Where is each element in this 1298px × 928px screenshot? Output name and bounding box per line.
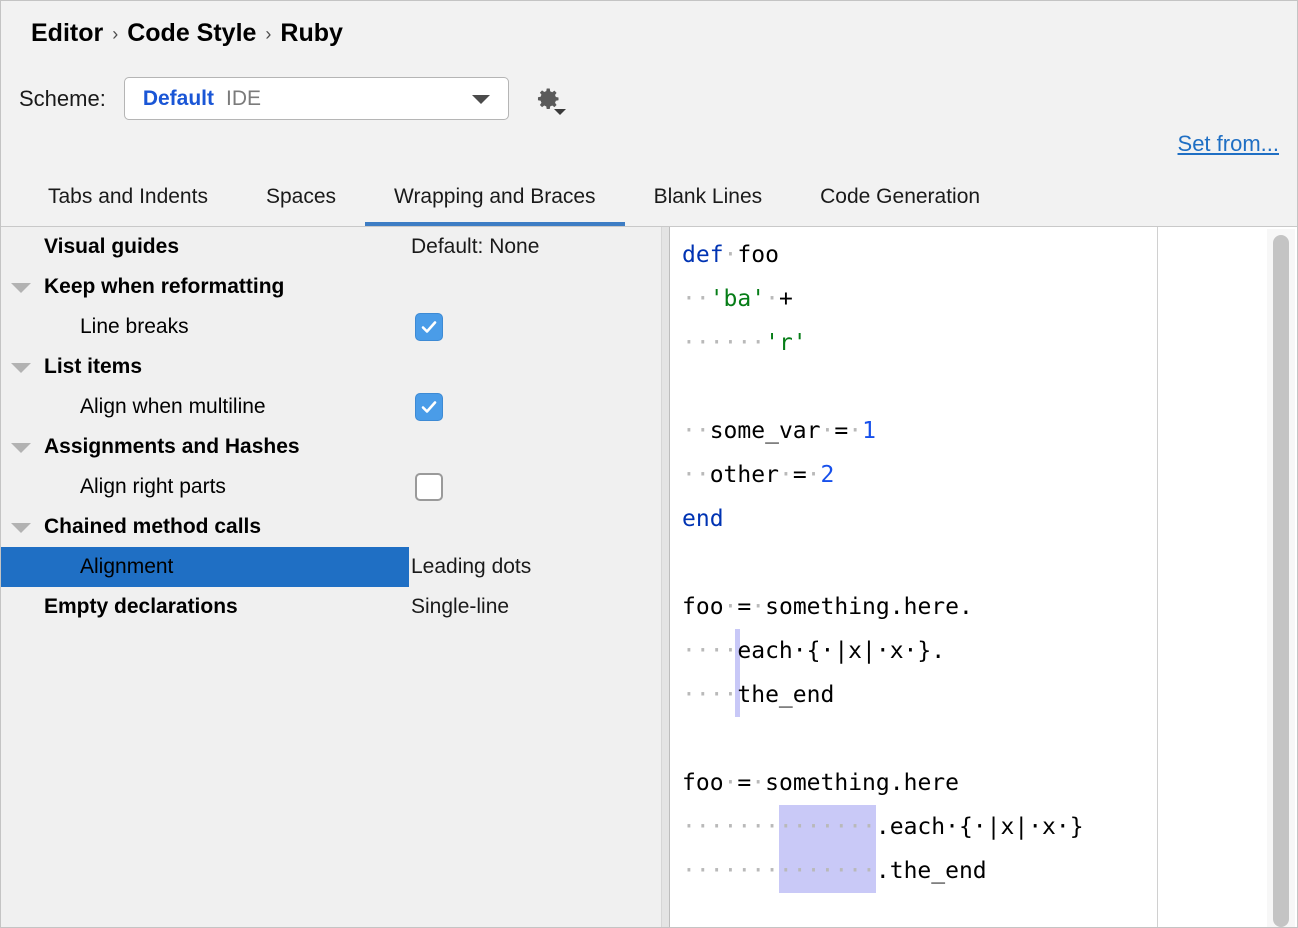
preview-right-margin-line — [1157, 227, 1158, 927]
gear-icon — [537, 88, 559, 109]
tree-row[interactable]: Keep when reformatting — [1, 267, 661, 307]
chevron-down-icon[interactable] — [11, 523, 31, 533]
check-icon — [421, 321, 437, 333]
code-line: ··some_var·=·1 — [670, 409, 1297, 453]
tree-row-label: Assignments and Hashes — [44, 435, 300, 458]
scheme-selected-scope: IDE — [226, 86, 262, 110]
set-from-link[interactable]: Set from... — [1177, 131, 1279, 156]
code-line-text: foo·=·something.here — [682, 770, 959, 796]
tab-tabs-and-indents[interactable]: Tabs and Indents — [48, 185, 208, 208]
code-line-text: ····each·{·|x|·x·}. — [682, 638, 946, 664]
tree-row-label: Keep when reformatting — [44, 275, 285, 298]
code-line: ····the_end — [670, 673, 1297, 717]
tree-row-checkbox[interactable] — [415, 393, 443, 421]
tree-row-selection — [1, 547, 409, 587]
settings-tab-bar: Tabs and Indents Spaces Wrapping and Bra… — [1, 179, 1297, 227]
code-line-text: foo·=·something.here. — [682, 594, 973, 620]
chevron-down-icon — [471, 94, 490, 104]
code-line: ····each·{·|x|·x·}. — [670, 629, 1297, 673]
tab-wrapping-and-braces[interactable]: Wrapping and Braces — [365, 179, 625, 226]
breadcrumb-item-ruby: Ruby — [280, 19, 343, 47]
code-line: ······'r' — [670, 321, 1297, 365]
tree-row[interactable]: Assignments and Hashes — [1, 427, 661, 467]
code-line: ··other·=·2 — [670, 453, 1297, 497]
preview-scrollbar-thumb[interactable] — [1273, 235, 1289, 927]
code-line-text: ··············.the_end — [682, 858, 987, 884]
code-line-text: end — [682, 506, 724, 532]
tab-spaces[interactable]: Spaces — [265, 185, 336, 208]
tree-row-label: Align when multiline — [80, 395, 266, 418]
scheme-label: Scheme: — [19, 85, 106, 111]
indent-highlight-bar — [735, 673, 741, 717]
tree-row[interactable]: List items — [1, 347, 661, 387]
code-line — [670, 541, 1297, 585]
code-line — [670, 365, 1297, 409]
code-preview-pane[interactable]: def·foo ··'ba'·+ ······'r' ··some_var·=·1 ·… — [670, 227, 1297, 927]
chevron-down-icon[interactable] — [11, 363, 31, 373]
indent-highlight-block — [778, 805, 876, 849]
breadcrumb: Editor › Code Style › Ruby — [31, 19, 343, 48]
tree-row-value[interactable]: Single-line — [411, 595, 510, 618]
code-preview-text[interactable]: def·foo ··'ba'·+ ······'r' ··some_var·=·1 ·… — [670, 227, 1297, 927]
tab-blank-lines[interactable]: Blank Lines — [653, 185, 763, 208]
tree-row-label: List items — [44, 355, 143, 378]
breadcrumb-item-code-style[interactable]: Code Style — [127, 19, 257, 47]
check-icon — [421, 401, 437, 413]
code-line: ··'ba'·+ — [670, 277, 1297, 321]
tree-row[interactable]: Line breaks — [1, 307, 661, 347]
indent-highlight-block — [778, 849, 876, 893]
tree-row-label: Visual guides — [44, 235, 179, 258]
code-line: ··············.each·{·|x|·x·} — [670, 805, 1297, 849]
code-line — [670, 717, 1297, 761]
scheme-select[interactable]: Default IDE — [123, 77, 509, 120]
tree-row-checkbox[interactable] — [415, 473, 443, 501]
tree-row-label: Empty declarations — [44, 595, 238, 618]
tab-code-generation[interactable]: Code Generation — [820, 185, 981, 208]
code-line-text — [682, 550, 696, 576]
tree-row[interactable]: Empty declarations Single-line — [1, 587, 661, 627]
code-line-text: ····the_end — [682, 682, 835, 708]
tree-row-value[interactable]: Default: None — [411, 235, 540, 258]
breadcrumb-separator-icon: › — [265, 24, 272, 44]
chevron-down-icon — [553, 108, 566, 115]
scheme-selected-name: Default — [142, 86, 215, 110]
chevron-down-icon[interactable] — [11, 283, 31, 293]
tree-row-value[interactable]: Leading dots — [411, 555, 532, 578]
preview-scrollbar[interactable] — [1267, 229, 1295, 927]
tree-row[interactable]: Align right parts — [1, 467, 661, 507]
code-line: ··············.the_end — [670, 849, 1297, 893]
scheme-settings-button[interactable] — [531, 82, 566, 116]
breadcrumb-separator-icon: › — [112, 24, 119, 44]
indent-highlight-bar — [735, 629, 741, 673]
code-line-text: ··other·=·2 — [682, 462, 835, 488]
breadcrumb-item-editor[interactable]: Editor — [31, 19, 104, 47]
tree-row-label: Alignment — [80, 555, 174, 578]
tree-row[interactable]: Align when multiline — [1, 387, 661, 427]
code-line-text: def·foo — [682, 242, 779, 268]
tree-row-checkbox[interactable] — [415, 313, 443, 341]
code-line: foo·=·something.here — [670, 761, 1297, 805]
tree-row[interactable]: Chained method calls — [1, 507, 661, 547]
code-line-text: ··'ba'·+ — [682, 286, 793, 312]
tree-row-label: Align right parts — [80, 475, 226, 498]
code-line: foo·=·something.here. — [670, 585, 1297, 629]
tree-row[interactable]: Alignment Leading dots — [1, 547, 661, 587]
tree-row-label: Line breaks — [80, 315, 189, 338]
code-line-text — [682, 726, 696, 752]
tree-row-label: Chained method calls — [44, 515, 262, 538]
chevron-down-icon[interactable] — [11, 443, 31, 453]
code-line-text: ··············.each·{·|x|·x·} — [682, 814, 1084, 840]
scheme-row: Scheme: Default IDE — [19, 77, 566, 120]
code-line-text: ··some_var·=·1 — [682, 418, 876, 444]
code-line-text: ······'r' — [682, 330, 807, 356]
tree-row[interactable]: Visual guides Default: None — [1, 227, 661, 267]
code-line: def·foo — [670, 233, 1297, 277]
code-line: end — [670, 497, 1297, 541]
code-line-text — [682, 374, 696, 400]
split-divider-handle[interactable] — [661, 227, 670, 927]
